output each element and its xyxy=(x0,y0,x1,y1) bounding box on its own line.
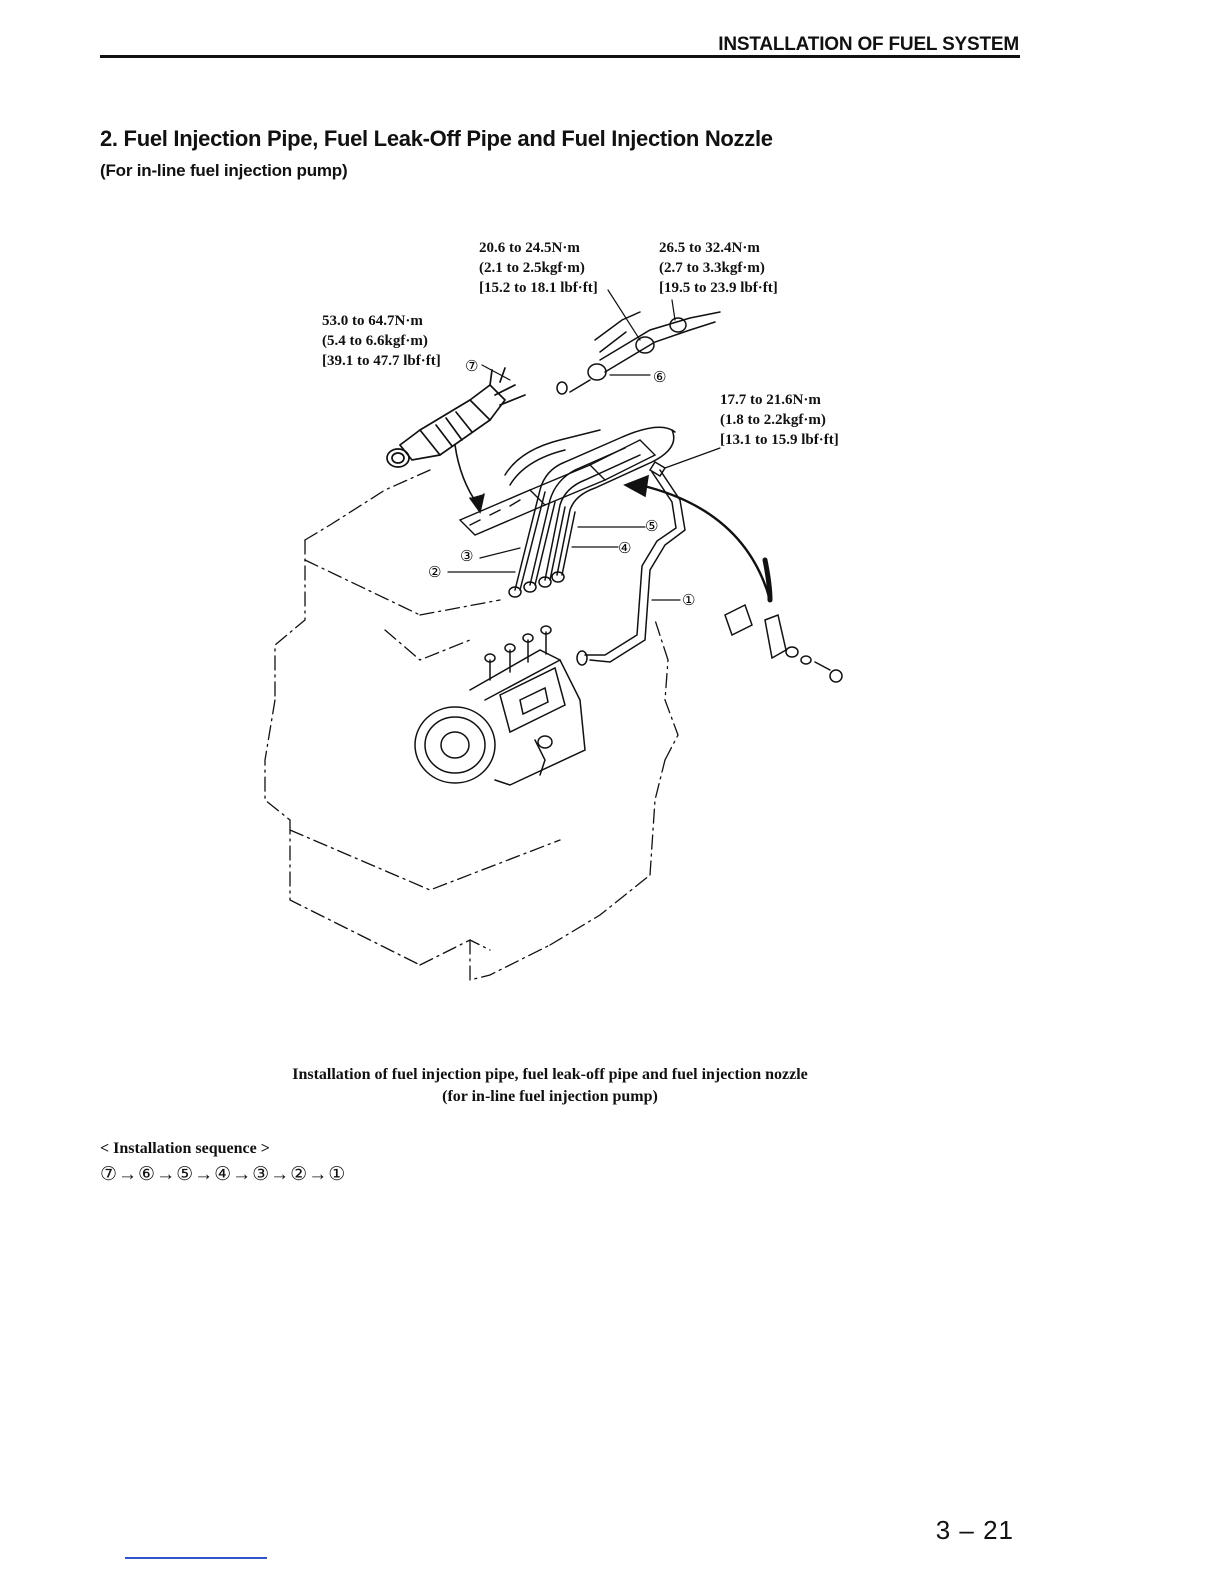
header-title: INSTALLATION OF FUEL SYSTEM xyxy=(718,34,1019,55)
torque-clamp-nm: 17.7 to 21.6N·m xyxy=(720,392,821,408)
injection-pump xyxy=(414,625,586,786)
engine-block-outline xyxy=(264,469,679,981)
caption-line-2: (for in-line fuel injection pump) xyxy=(442,1088,658,1105)
header-rule xyxy=(100,55,1020,58)
installation-sequence: ⑦→⑥→⑤→④→③→②→① xyxy=(100,1164,347,1185)
injection-nozzle xyxy=(386,367,526,468)
callout-5: ⑤ xyxy=(645,517,658,535)
torque-pipe-nut-nm: 20.6 to 24.5N·m xyxy=(479,240,580,256)
caption-line-1: Installation of fuel injection pipe, fue… xyxy=(292,1066,808,1083)
return-pipe xyxy=(576,460,686,666)
footer-line xyxy=(125,1557,267,1559)
callout-3: ③ xyxy=(460,547,473,565)
callout-7: ⑦ xyxy=(465,357,478,375)
torque-leakoff-nm: 26.5 to 32.4N·m xyxy=(659,240,760,256)
callout-4: ④ xyxy=(618,539,631,557)
torque-leakoff-kgf: (2.7 to 3.3kgf·m) xyxy=(659,260,765,276)
torque-clamp-lbf: [13.1 to 15.9 lbf·ft] xyxy=(720,432,839,448)
torque-nozzle-kgf: (5.4 to 6.6kgf·m) xyxy=(322,333,428,349)
page-number: 3 – 21 xyxy=(935,1515,1014,1545)
section-title: 2. Fuel Injection Pipe, Fuel Leak-Off Pi… xyxy=(100,126,773,151)
callout-1: ① xyxy=(682,591,695,609)
installation-sequence-label: < Installation sequence > xyxy=(100,1140,270,1157)
leader-lines xyxy=(447,289,721,601)
torque-pipe-nut-lbf: [15.2 to 18.1 lbf·ft] xyxy=(479,280,598,296)
torque-nozzle: 53.0 to 64.7N·m (5.4 to 6.6kgf·m) [39.1 … xyxy=(322,311,441,371)
torque-leakoff-bolt: 26.5 to 32.4N·m (2.7 to 3.3kgf·m) [19.5 … xyxy=(659,238,778,298)
torque-clamp-kgf: (1.8 to 2.2kgf·m) xyxy=(720,412,826,428)
pipe-clamp xyxy=(724,603,843,683)
callout-2: ② xyxy=(428,563,441,581)
nozzle-arrow xyxy=(454,444,479,506)
torque-nozzle-lbf: [39.1 to 47.7 lbf·ft] xyxy=(322,353,441,369)
torque-pipe-nut-kgf: (2.1 to 2.5kgf·m) xyxy=(479,260,585,276)
torque-leakoff-lbf: [19.5 to 23.9 lbf·ft] xyxy=(659,280,778,296)
torque-clamp: 17.7 to 21.6N·m (1.8 to 2.2kgf·m) [13.1 … xyxy=(720,390,839,450)
injection-pipes xyxy=(504,426,676,598)
section-subtitle: (For in-line fuel injection pump) xyxy=(100,161,348,180)
leak-off-pipe xyxy=(556,311,721,395)
figure-caption: Installation of fuel injection pipe, fue… xyxy=(0,1064,1100,1108)
torque-pipe-nut: 20.6 to 24.5N·m (2.1 to 2.5kgf·m) [15.2 … xyxy=(479,238,598,298)
clamp-arrow xyxy=(638,483,772,602)
callout-6: ⑥ xyxy=(653,368,666,386)
torque-nozzle-nm: 53.0 to 64.7N·m xyxy=(322,313,423,329)
